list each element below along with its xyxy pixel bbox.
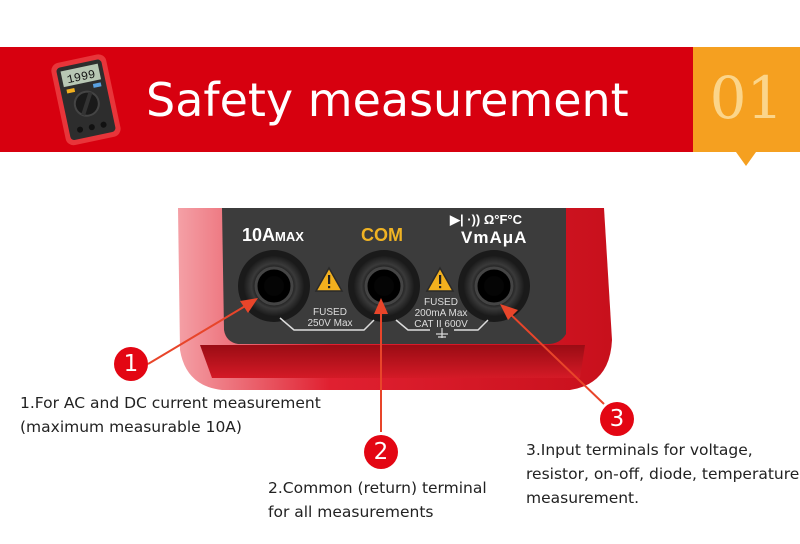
callout-text-1: 1.For AC and DC current measurement (max… [20,394,321,436]
jack-com [348,250,420,322]
warning-icon-left [314,266,344,292]
terminal-label-vma: VmAμA [461,228,528,247]
callout-text-2: 2.Common (return) terminal for all measu… [268,479,487,521]
jack-10a [238,250,310,322]
svg-text:1999: 1999 [66,67,97,87]
callout-text-3: 3.Input terminals for voltage, resistor,… [526,441,800,507]
section-badge [693,47,800,152]
multimeter-icon: 1999 [51,54,121,146]
callout-badge-2: 2 [364,435,398,469]
callout-badge-1: 1 [114,347,148,381]
warning-icon-right [425,266,455,292]
section-number: 01 [709,64,784,132]
fuse-label-right: FUSED 200mA Max CAT II 600V [414,297,468,330]
callout-badge-3: 3 [600,402,634,436]
jack-vma [458,250,530,322]
fuse-label-left: FUSED 250V Max [307,307,353,329]
badge-pointer [736,152,756,166]
terminal-label-com: COM [361,225,403,245]
page-title: Safety measurement [146,73,629,127]
terminal-label-10a: 10AMAX [242,225,304,245]
terminal-symbols: ▶| ·)) Ω°F°C [450,212,522,227]
